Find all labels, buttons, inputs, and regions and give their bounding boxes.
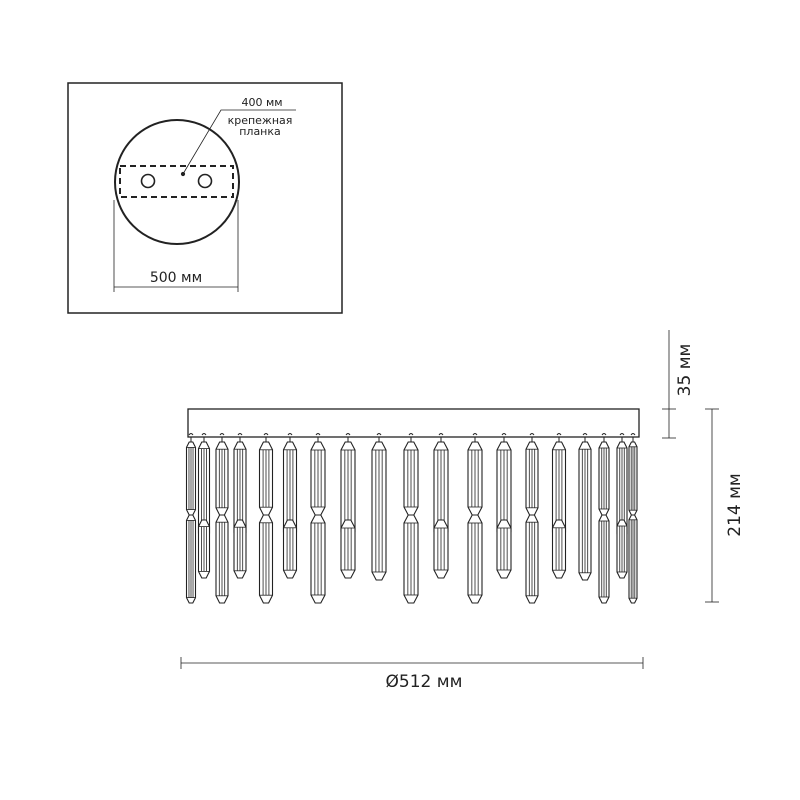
mounting-hole-right xyxy=(197,173,213,189)
plate-caption-2: планка xyxy=(239,125,281,138)
crystal-pendants xyxy=(185,433,638,604)
plate-caption-1: крепежная xyxy=(228,114,293,127)
top-view-panel xyxy=(67,82,343,314)
diameter-500-label: 500 мм xyxy=(150,270,202,286)
canopy-circle xyxy=(114,119,240,245)
plate-size-label: 400 мм xyxy=(241,96,282,109)
mounting-plate xyxy=(119,165,234,198)
side-view xyxy=(180,330,719,669)
leader-line xyxy=(182,109,296,175)
height-214-label: 214 мм xyxy=(725,473,745,537)
canopy-side xyxy=(187,408,640,438)
height-35-label: 35 мм xyxy=(675,344,695,397)
mounting-hole-left xyxy=(140,173,156,189)
top-view-frame xyxy=(67,82,343,314)
width-512-label: Ø512 мм xyxy=(386,672,463,692)
